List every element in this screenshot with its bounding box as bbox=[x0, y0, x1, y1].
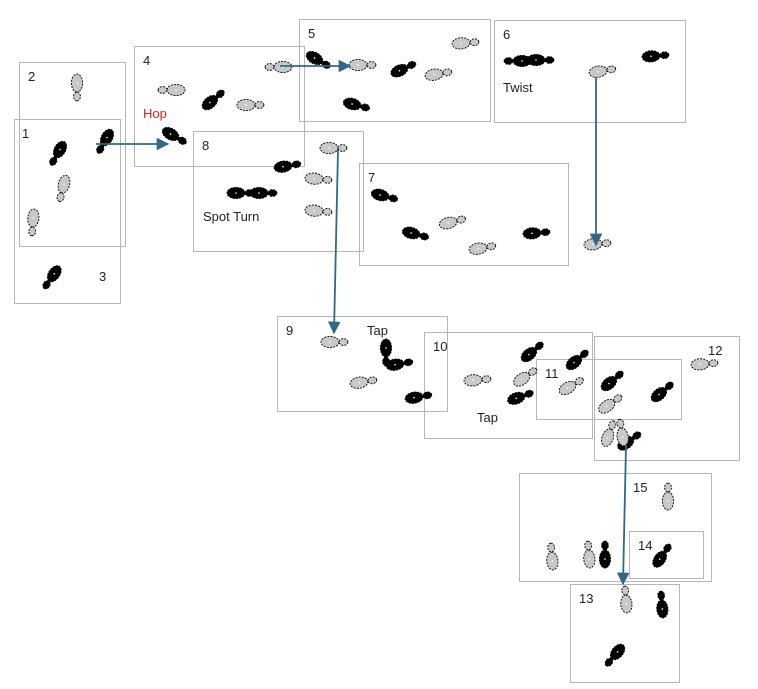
footprint-gray-icon bbox=[544, 542, 560, 571]
panel-12-frame bbox=[594, 336, 740, 461]
flow-arrow bbox=[327, 149, 341, 335]
footprint-gray-icon bbox=[319, 141, 348, 155]
hop-label: Hop bbox=[143, 106, 167, 121]
footprint-gray-icon bbox=[451, 35, 480, 51]
footprint-gray-icon bbox=[53, 173, 73, 204]
footprint-gray-icon bbox=[320, 335, 349, 349]
footprint-black-icon bbox=[38, 262, 65, 293]
footprint-gray-icon bbox=[70, 73, 84, 102]
footprint-black-icon bbox=[341, 95, 372, 115]
footprint-black-icon bbox=[562, 346, 592, 374]
panel-2-frame bbox=[19, 62, 126, 247]
panel-3-number: 3 bbox=[99, 269, 107, 284]
footprint-black-icon bbox=[400, 224, 431, 244]
panel-5-number: 5 bbox=[308, 26, 316, 41]
panel-15-number: 15 bbox=[633, 480, 648, 495]
panel-1-frame bbox=[14, 119, 121, 304]
footprint-black-icon bbox=[198, 86, 228, 114]
footprint-gray-icon bbox=[437, 212, 468, 232]
panel-6-number: 6 bbox=[503, 27, 511, 42]
footprint-gray-icon bbox=[595, 390, 626, 417]
panel-9-number: 9 bbox=[286, 323, 294, 338]
panel-8-frame bbox=[193, 131, 364, 252]
tap-label-panel-10: Tap bbox=[477, 410, 498, 425]
footprint-black-icon bbox=[598, 540, 612, 569]
footprint-black-icon bbox=[249, 186, 278, 200]
footprint-gray-icon bbox=[510, 363, 541, 390]
footprint-gray-icon bbox=[304, 171, 333, 187]
footprint-black-icon bbox=[601, 640, 629, 670]
footprint-gray-icon bbox=[463, 372, 492, 388]
footprint-gray-icon bbox=[423, 65, 454, 83]
footprint-black-icon bbox=[505, 386, 536, 408]
footprint-gray-icon bbox=[236, 98, 265, 112]
footprint-black-icon bbox=[92, 126, 117, 157]
panel-8-number: 8 bbox=[202, 138, 210, 153]
footprint-gray-icon bbox=[690, 356, 719, 372]
footprint-black-icon bbox=[369, 186, 400, 206]
footprint-black-icon bbox=[654, 590, 670, 619]
footprint-black-icon bbox=[384, 355, 415, 373]
footprint-gray-icon bbox=[556, 373, 587, 398]
footprint-gray-icon bbox=[598, 418, 620, 449]
footprint-black-icon bbox=[647, 378, 677, 406]
panel-11-number: 11 bbox=[545, 366, 559, 381]
panel-9-frame bbox=[277, 316, 448, 412]
tap-label-panel-9: Tap bbox=[367, 323, 388, 338]
panel-13-number: 13 bbox=[579, 591, 594, 606]
flow-arrow bbox=[616, 444, 630, 586]
footprint-gray-icon bbox=[581, 540, 597, 569]
panel-12-number: 12 bbox=[708, 343, 723, 358]
footprint-black-icon bbox=[526, 53, 555, 67]
panel-2-number: 2 bbox=[28, 69, 36, 84]
footprint-gray-icon bbox=[613, 417, 631, 448]
spot-turn-label: Spot Turn bbox=[203, 209, 260, 224]
footprint-black-icon bbox=[517, 338, 547, 366]
footprint-gray-icon bbox=[587, 62, 618, 80]
footprint-black-icon bbox=[45, 138, 70, 169]
panel-6-frame bbox=[494, 20, 686, 123]
panel-7-frame bbox=[359, 163, 569, 266]
footprint-black-icon bbox=[649, 540, 676, 571]
footprint-gray-icon bbox=[25, 208, 41, 237]
twist-label: Twist bbox=[503, 80, 533, 95]
footprint-gray-icon bbox=[304, 203, 333, 219]
panel-5-frame bbox=[299, 19, 491, 122]
panel-14-number: 14 bbox=[638, 538, 653, 553]
footprint-black-icon bbox=[641, 48, 670, 64]
panel-15-frame bbox=[519, 473, 712, 582]
panel-11-frame bbox=[536, 359, 682, 420]
panel-7-number: 7 bbox=[368, 170, 376, 185]
panel-10-number: 10 bbox=[433, 339, 448, 354]
footprint-gray-icon bbox=[618, 585, 634, 614]
panel-14-frame bbox=[629, 531, 704, 579]
panel-1-number: 1 bbox=[22, 126, 30, 141]
footprint-gray-icon bbox=[348, 58, 377, 72]
footprint-gray-icon bbox=[583, 236, 612, 252]
footprint-black-icon bbox=[403, 388, 434, 406]
footprint-gray-icon bbox=[467, 239, 498, 257]
footprint-black-icon bbox=[303, 48, 334, 73]
footprint-black-icon bbox=[272, 157, 303, 175]
panel-4-number: 4 bbox=[143, 53, 151, 68]
footprint-black-icon bbox=[388, 57, 419, 81]
footprint-gray-icon bbox=[348, 373, 379, 391]
footprint-black-icon bbox=[503, 54, 532, 68]
footprint-black-icon bbox=[522, 225, 551, 241]
panel-4-frame bbox=[134, 46, 305, 167]
footprint-black-icon bbox=[597, 367, 627, 395]
panel-10-frame bbox=[424, 332, 593, 439]
footprint-gray-icon bbox=[661, 482, 675, 511]
footprint-gray-icon bbox=[264, 60, 293, 74]
footprint-gray-icon bbox=[157, 83, 186, 97]
